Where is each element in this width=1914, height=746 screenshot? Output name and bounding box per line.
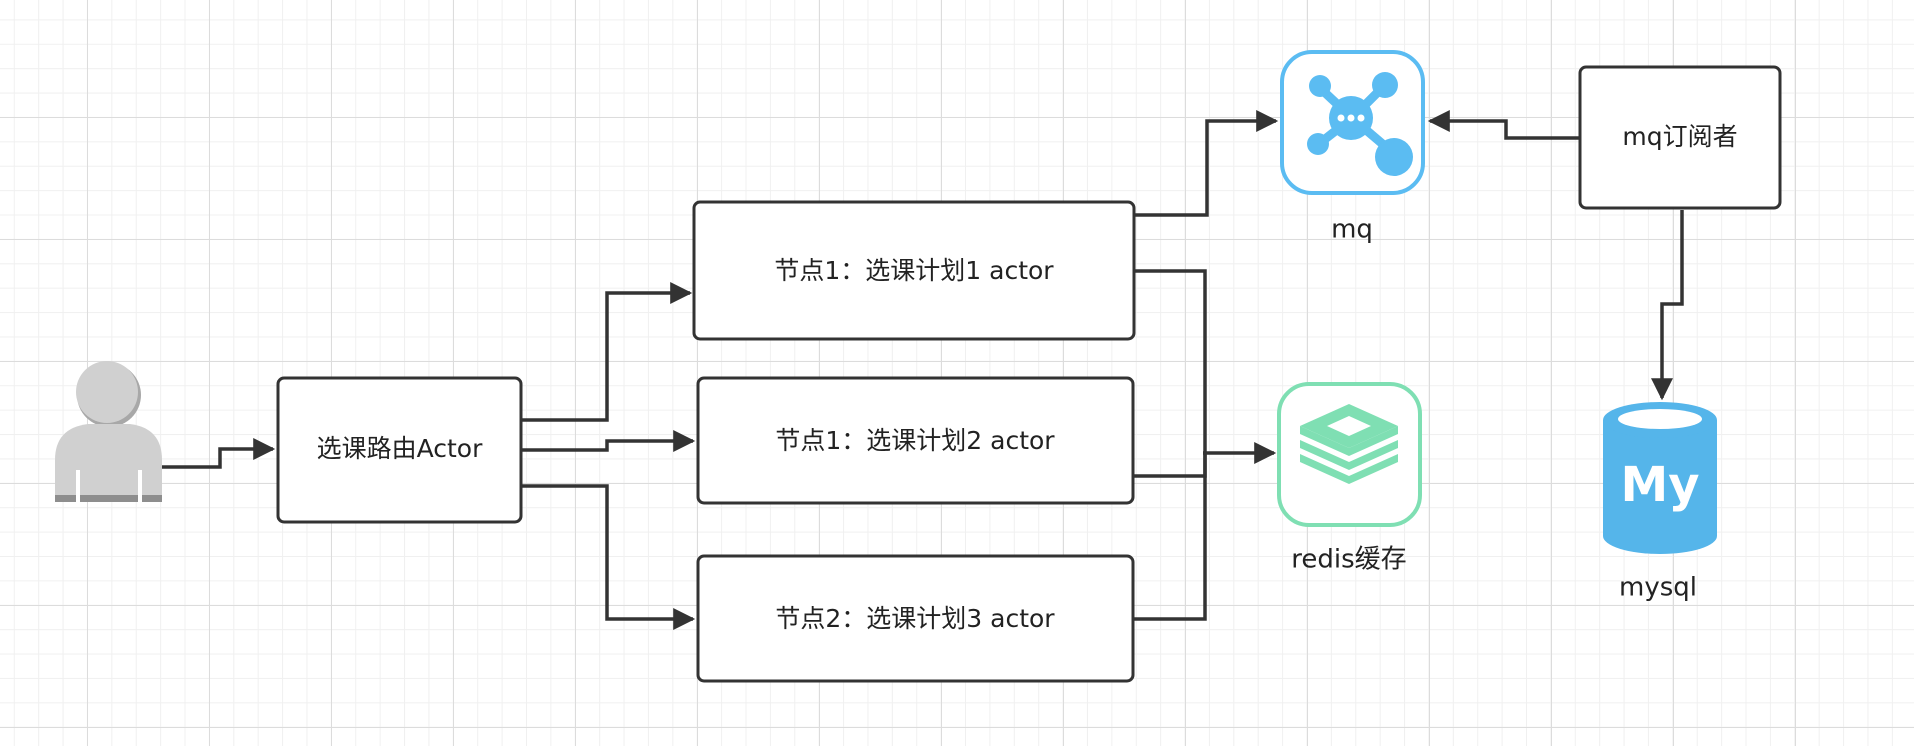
edge-router-to-node3 [522, 484, 696, 630]
node-plan-2-label: 节点1：选课计划2 actor [775, 426, 1055, 455]
edge-node1-to-redis [1134, 269, 1207, 453]
mq-label: mq [1331, 215, 1373, 245]
router-node: 选课路由Actor [276, 376, 523, 524]
edges [162, 110, 1684, 630]
message-queue-icon [1280, 50, 1425, 195]
edge-node2-to-redis [1133, 453, 1207, 478]
edge-user-to-router [162, 438, 276, 469]
router-label: 选课路由Actor [317, 434, 484, 463]
mysql-logo-text: My [1620, 457, 1699, 513]
node-plan-2: 节点1：选课计划2 actor [696, 376, 1135, 505]
node-plan-1: 节点1：选课计划1 actor [692, 200, 1136, 341]
redis-icon [1277, 382, 1422, 527]
edge-node1-to-mq [1134, 110, 1279, 217]
mq-subscriber-node: mq订阅者 [1578, 65, 1782, 210]
mq-subscriber-label: mq订阅者 [1622, 122, 1737, 151]
user-icon [55, 361, 162, 502]
edge-router-to-node2 [522, 430, 696, 452]
edge-subscriber-to-mq [1427, 110, 1579, 140]
node-plan-3: 节点2：选课计划3 actor [696, 554, 1135, 683]
edge-node3-to-redis [1133, 453, 1207, 621]
node-plan-1-label: 节点1：选课计划1 actor [774, 256, 1054, 285]
edge-router-to-node1 [522, 282, 693, 422]
edge-subscriber-to-mysql [1651, 210, 1684, 401]
node-plan-3-label: 节点2：选课计划3 actor [775, 604, 1055, 633]
mysql-label: mysql [1619, 573, 1697, 603]
redis-label: redis缓存 [1291, 545, 1406, 575]
mysql-icon: My [1603, 402, 1717, 554]
